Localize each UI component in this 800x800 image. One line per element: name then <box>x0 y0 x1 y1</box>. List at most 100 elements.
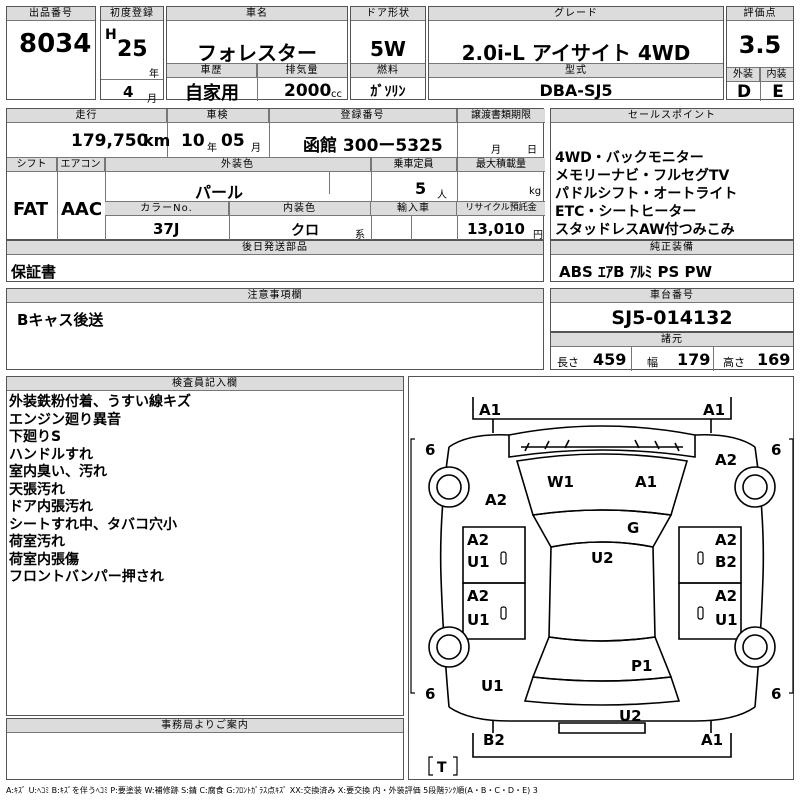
interior-color: クロ <box>291 223 319 239</box>
mark-rear-door-left-2: U1 <box>467 611 490 629</box>
mileage-unit: km <box>143 131 171 150</box>
car-damage-diagram: A1 A1 A2 W1 A1 A2 G A2 U1 A2 B2 U2 A2 U1… <box>410 397 794 776</box>
tire-front-right: 6 <box>771 441 781 459</box>
notes-label: 注意事項欄 <box>7 289 543 303</box>
transfer-label: 譲渡書類期限 <box>457 109 545 123</box>
length-label: 長さ <box>557 356 579 369</box>
import-label: 輸入車 <box>371 202 457 216</box>
mark-tailgate: P1 <box>631 657 652 675</box>
tire-front-left: 6 <box>425 441 435 459</box>
grade: 2.0i-L アイサイト 4WD <box>461 41 691 65</box>
mark-front-door-left-1: A2 <box>467 531 489 549</box>
mileage: 179,750 <box>71 131 149 151</box>
legend: A:ｷｽﾞ U:ﾍｺﾐ B:ｷｽﾞを伴うﾍｺﾐ P:要塗装 W:補修跡 S:錆 … <box>6 786 538 795</box>
overall-score: 3.5 <box>738 31 782 59</box>
mark-front-left: A1 <box>479 401 501 419</box>
wheels <box>428 466 776 668</box>
registration-month: 4 <box>123 83 134 101</box>
mark-roof: G <box>627 519 639 537</box>
first-registration-label: 初度登録 <box>101 7 163 21</box>
car-name: フォレスター <box>197 41 317 65</box>
shift-label: シフト <box>7 158 57 172</box>
displacement-label: 排気量 <box>257 64 347 78</box>
mark-hood-left: W1 <box>547 473 574 491</box>
capacity: 5 <box>415 179 427 198</box>
history: 自家用 <box>185 83 239 104</box>
damage-marks: A1 A1 A2 W1 A1 A2 G A2 U1 A2 B2 U2 A2 U1… <box>467 401 738 749</box>
grade-cell: グレード 2.0i-L アイサイト 4WD 型式 DBA-SJ5 <box>428 6 724 100</box>
vehicle-details-block: 走行 車検 登録番号 譲渡書類期限 179,750 km 10 年 05 月 函… <box>6 108 545 241</box>
chassis-number: SJ5-014132 <box>611 307 733 329</box>
door-handles <box>500 551 704 620</box>
capacity-label: 乗車定員 <box>371 158 457 172</box>
door-cell: ドア形状 5W 燃料 ｶﾞｿﾘﾝ <box>350 6 426 100</box>
year-unit: 年 <box>149 69 159 80</box>
mark-fender-left: A2 <box>485 491 507 509</box>
lot-number-cell: 出品番号 8034 <box>6 6 96 100</box>
mark-hood-right: A1 <box>635 473 657 491</box>
later-parts-label: 後日発送部品 <box>7 241 543 255</box>
mark-rear-bumper: U2 <box>619 707 642 725</box>
door-label: ドア形状 <box>351 7 425 21</box>
width-label: 幅 <box>647 356 658 369</box>
inspection-month: 05 <box>221 131 245 151</box>
mileage-label: 走行 <box>7 109 167 123</box>
history-label: 車歴 <box>167 64 257 78</box>
ac: AAC <box>61 199 103 220</box>
tire-depths: 6 6 6 6 <box>425 441 781 703</box>
registration-year: 25 <box>117 37 148 62</box>
tire-rear-right: 6 <box>771 685 781 703</box>
interior-label: 内装 <box>760 68 793 82</box>
inspection-year: 10 <box>181 131 205 151</box>
ac-label: エアコン <box>57 158 105 172</box>
chassis-box: 車台番号 SJ5-014132 <box>550 288 794 332</box>
sales-points-text: 4WD・バックモニター メモリーナビ・フルセグTV パドルシフト・オートライト … <box>555 150 738 238</box>
displacement: 2000 <box>284 81 332 101</box>
mark-front-fender-right: A2 <box>715 451 737 469</box>
car-name-cell: 車名 フォレスター 車歴 排気量 自家用 2000 cc <box>166 6 348 104</box>
plate-label: 登録番号 <box>269 109 457 123</box>
spare-tire-mark: T <box>437 760 447 776</box>
interior-color-label: 内装色 <box>229 202 371 216</box>
interior-grade: E <box>772 82 784 102</box>
displacement-unit: cc <box>331 89 342 100</box>
notes-text: Bキャス後送 <box>17 311 104 329</box>
interior-color-unit: 系 <box>355 230 365 241</box>
mark-rear-door-right-2: U1 <box>715 611 738 629</box>
sales-points-label: セールスポイント <box>551 109 793 123</box>
mark-front-door-left-2: U1 <box>467 553 490 571</box>
dimensions-box: 諸元 長さ 459 幅 179 高さ 169 <box>550 332 794 371</box>
mark-front-right: A1 <box>703 401 725 419</box>
mark-cabin: U2 <box>591 549 614 567</box>
mark-rear-right: A1 <box>701 731 723 749</box>
recycle-unit: 円 <box>533 230 543 241</box>
office-label: 事務局よりご案内 <box>7 719 403 733</box>
height: 169 <box>757 350 791 369</box>
lot-number: 8034 <box>19 29 92 59</box>
color-label: 外装色 <box>105 158 371 172</box>
era: H <box>105 27 117 43</box>
load-label: 最大積載量 <box>457 158 545 172</box>
spare-tire: T <box>428 756 458 776</box>
mark-rear-left: B2 <box>483 731 505 749</box>
equipment-box: 純正装備 ABS ｴｱB ｱﾙﾐ PS PW <box>550 240 794 282</box>
fuel: ｶﾞｿﾘﾝ <box>370 84 406 100</box>
equipment-text: ABS ｴｱB ｱﾙﾐ PS PW <box>559 263 713 281</box>
mark-rear-door-right-1: A2 <box>715 587 737 605</box>
exterior-label: 外装 <box>727 68 760 82</box>
capacity-unit: 人 <box>437 190 447 201</box>
length: 459 <box>593 350 627 369</box>
mark-front-door-right-1: A2 <box>715 531 737 549</box>
dimensions-label: 諸元 <box>551 333 793 347</box>
damage-diagram-box: A1 A1 A2 W1 A1 A2 G A2 U1 A2 B2 U2 A2 U1… <box>408 376 794 780</box>
load-unit: kg <box>529 186 542 197</box>
model-code: DBA-SJ5 <box>539 81 613 100</box>
tire-brackets <box>410 438 794 694</box>
transfer-day-unit: 日 <box>527 145 537 156</box>
exterior-grade: D <box>736 82 752 102</box>
inspector-notes-text: 外装鉄粉付着、うすい線キズ エンジン廻り異音 下廻りS ハンドルすれ 室内臭い、… <box>9 394 191 585</box>
tire-rear-left: 6 <box>425 685 435 703</box>
first-registration-cell: 初度登録 H 25 年 4 月 <box>100 6 164 105</box>
month-unit: 月 <box>147 94 157 105</box>
mark-rear-door-left-1: A2 <box>467 587 489 605</box>
